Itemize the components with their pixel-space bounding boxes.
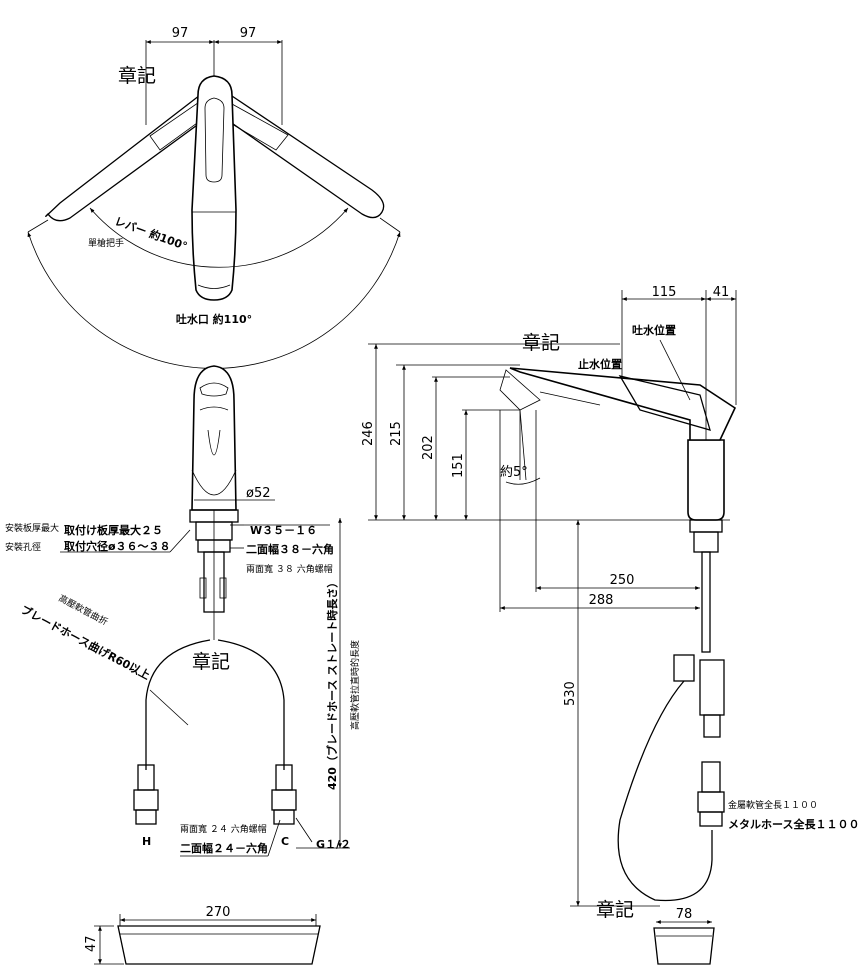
h-202: 202 bbox=[421, 435, 436, 460]
watermark-2: 章記 bbox=[192, 651, 230, 673]
hex-note: 兩面寬 ２４ 六角螺帽 bbox=[180, 823, 267, 835]
lever-side bbox=[618, 375, 711, 431]
watermark-3: 章記 bbox=[522, 332, 560, 354]
box-width-270: 270 bbox=[206, 905, 231, 920]
faucet-front-body bbox=[191, 365, 237, 511]
watermark-1: 章記 bbox=[118, 65, 156, 87]
mount-label-1: 安裝板厚最大 bbox=[5, 522, 59, 534]
cold-hose bbox=[217, 639, 285, 770]
metal-hose-note: 金屬軟管全長１１００ bbox=[728, 799, 818, 811]
hose-length-note: 高壓軟管拉直時的長度 bbox=[349, 640, 361, 730]
spout-top-view bbox=[191, 75, 237, 301]
hose-bend-note: 高壓軟管曲折 bbox=[57, 592, 110, 628]
h-151: 151 bbox=[451, 453, 466, 478]
side-view: 115 41 吐水位置 止水位置 246 215 202 151 約5° 250… bbox=[361, 285, 859, 921]
dim-41: 41 bbox=[713, 285, 730, 300]
box-width-78: 78 bbox=[676, 907, 693, 922]
nut-38: 二面幅３８－六角 bbox=[246, 542, 334, 556]
boxes: 270 47 78 bbox=[84, 905, 715, 965]
lever-note: 單槍把手 bbox=[88, 237, 124, 249]
box-small bbox=[653, 927, 715, 965]
spout-angle-label: 吐水口 約110° bbox=[176, 312, 252, 326]
box-long bbox=[117, 925, 321, 965]
front-view: ø52 W３５－１６ 二面幅３８－六角 兩面寬 ３８ 六角螺帽 安裝板厚最大 安… bbox=[5, 365, 361, 857]
dim-250: 250 bbox=[610, 573, 635, 588]
nut-38-note: 兩面寬 ３８ 六角螺帽 bbox=[246, 563, 333, 575]
watermark-4: 章記 bbox=[596, 899, 634, 921]
dim-115: 115 bbox=[652, 285, 677, 300]
dim-288: 288 bbox=[589, 593, 614, 608]
h-215: 215 bbox=[389, 421, 404, 446]
h-246: 246 bbox=[361, 421, 376, 446]
hole-dia: 取付穴径ø３６～３８ bbox=[64, 539, 171, 553]
dim-right-97: 97 bbox=[240, 26, 257, 41]
angle-5: 約5° bbox=[500, 465, 528, 480]
thread-w35: W３５－１６ bbox=[250, 524, 317, 537]
g-thread: G１/２ bbox=[316, 838, 351, 851]
box-height-47: 47 bbox=[84, 935, 99, 952]
top-view: 97 97 レバー 約100° 單槍把手 吐水口 約110° 章記 bbox=[27, 26, 401, 369]
mount-label-2: 安裝孔徑 bbox=[5, 541, 41, 553]
spout-position: 吐水位置 bbox=[632, 323, 676, 337]
dia-52: ø52 bbox=[246, 486, 271, 501]
dim-530: 530 bbox=[563, 681, 578, 706]
lever-angle-label: レバー 約100° bbox=[113, 214, 189, 253]
h-mark: H bbox=[142, 835, 151, 848]
dim-left-97: 97 bbox=[172, 26, 189, 41]
hex-24: 二面幅２４－六角 bbox=[180, 841, 268, 855]
plate-thickness: 取付け板厚最大２５ bbox=[64, 523, 163, 537]
c-mark: C bbox=[281, 835, 289, 848]
hot-hose bbox=[145, 639, 211, 770]
metal-hose: メタルホース全長１１００ bbox=[728, 817, 859, 831]
stop-position: 止水位置 bbox=[578, 357, 622, 371]
spout-side bbox=[509, 367, 737, 441]
hose-length: 420（ブレードホース ストレート時長さ） bbox=[325, 577, 339, 790]
